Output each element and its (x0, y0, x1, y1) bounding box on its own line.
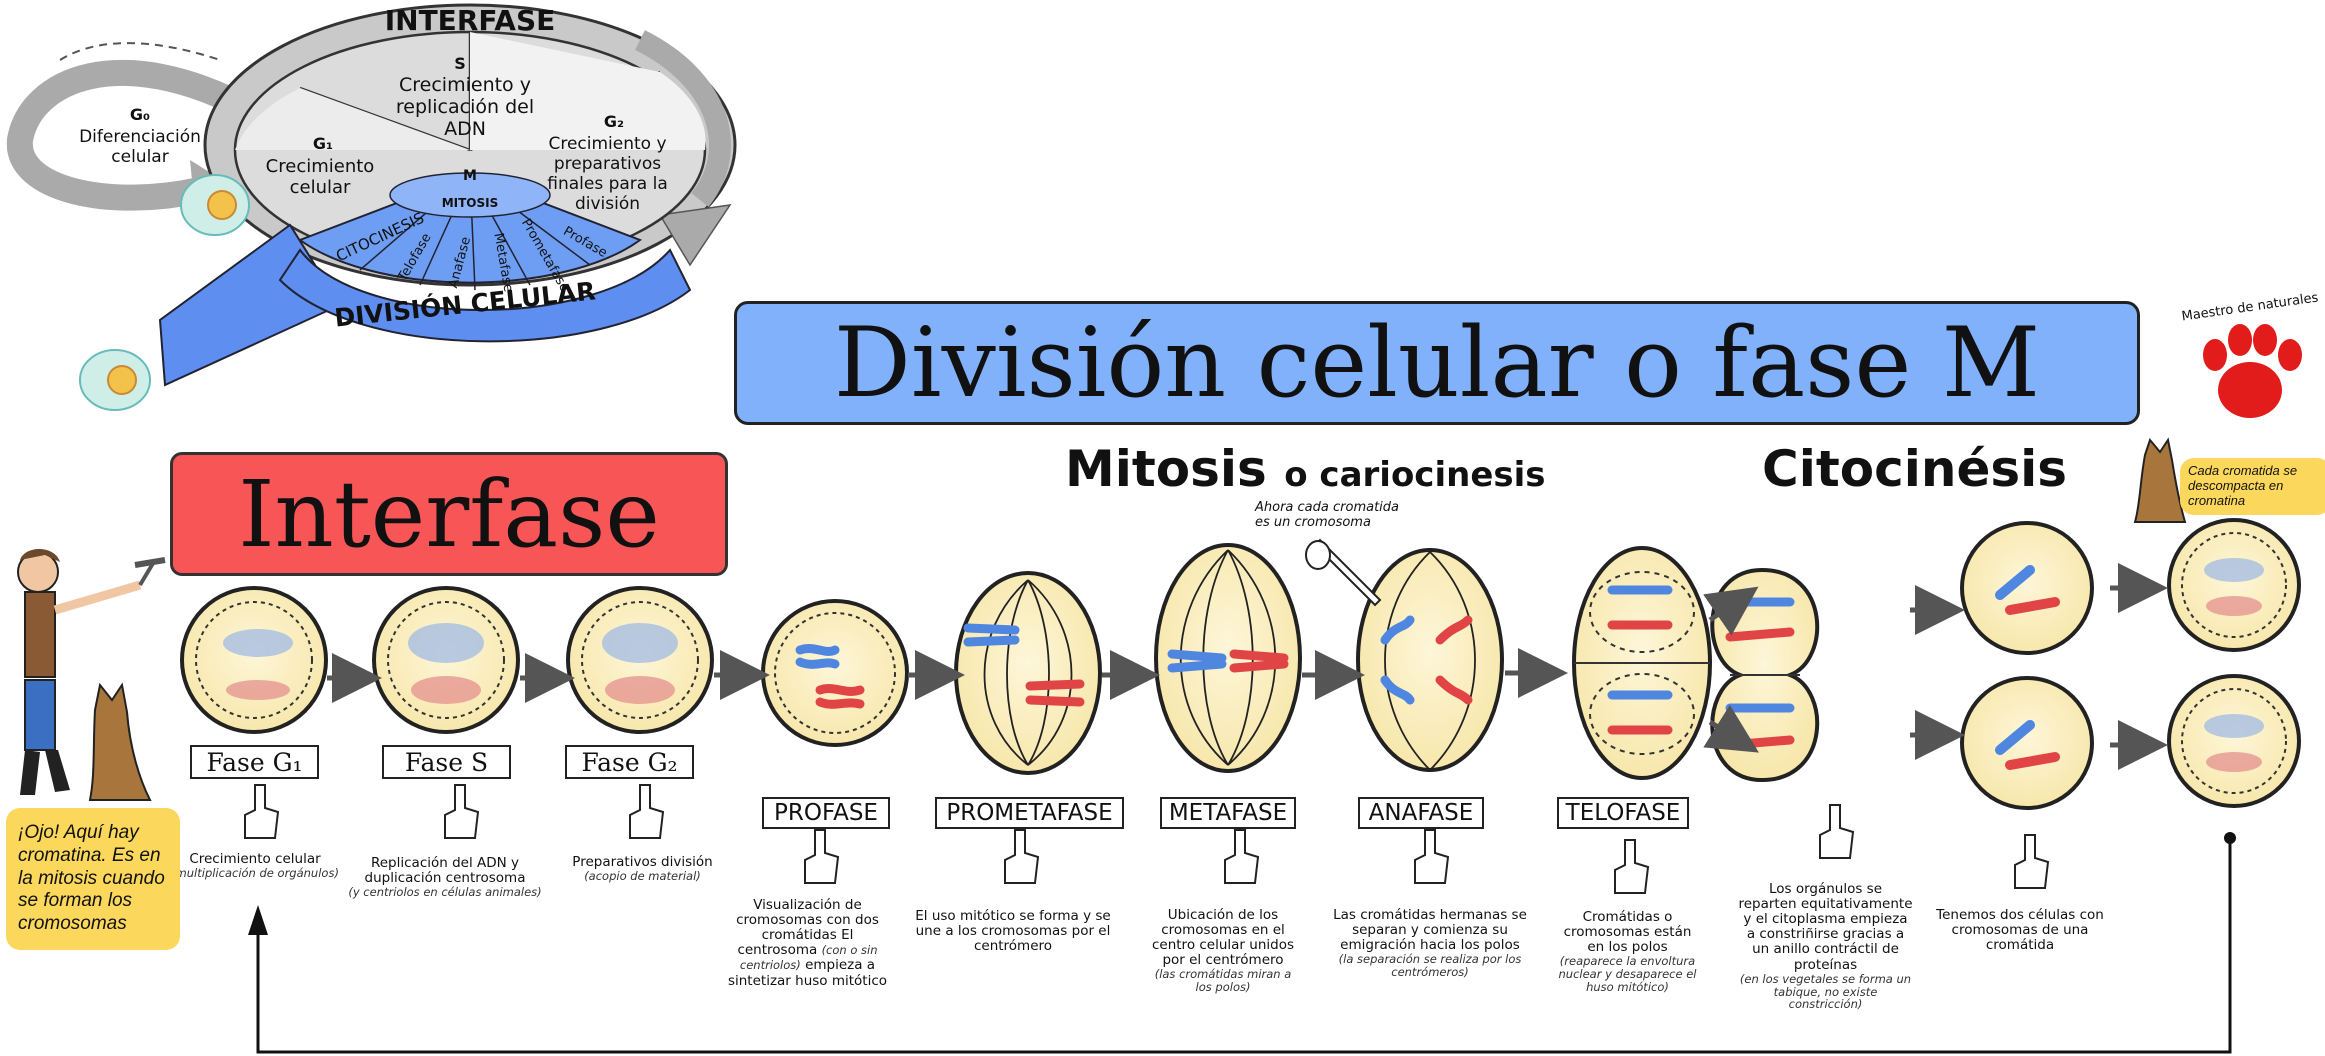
metafase-desc-sub: (las cromátidas miran a los polos) (1148, 968, 1298, 994)
interfase-desc-g2-sub: (acopio de material) (560, 870, 725, 883)
phase-label-telofase: TELOFASE (1557, 797, 1689, 829)
citocinesis-desc-2: Tenemos dos células con cromosomas de un… (1935, 908, 2105, 953)
cycle-g2-desc: Crecimiento y preparativos finales para … (540, 134, 675, 214)
cycle-interfase-label: INTERFASE (370, 4, 570, 37)
mitosis-title-main: Mitosis (1065, 440, 1267, 498)
interfase-label-g2: Fase G₂ (565, 745, 694, 779)
phase-label-prometafase: PROMETAFASE (935, 797, 1124, 829)
interfase-label-g1: Fase G₁ (190, 745, 319, 779)
interfase-banner: Interfase (170, 452, 728, 576)
note-chromatin-left: ¡Ojo! Aquí hay cromatina. Es en la mitos… (6, 808, 180, 950)
mitosis-desc-anafase: Las cromátidas hermanas se separan y com… (1330, 908, 1530, 979)
interfase-cells (182, 588, 712, 732)
telofase-desc-text: Cromátidas o cromosomas están en los pol… (1555, 910, 1700, 955)
mitosis-desc-profase: Visualización de cromosomas con dos crom… (720, 898, 895, 989)
cycle-g1-name: G₁ (283, 134, 363, 153)
interfase-label-s: Fase S (382, 745, 511, 779)
anafase-desc-sub: (la separación se realiza por los centró… (1330, 953, 1530, 979)
citocinesis-desc-2-text: Tenemos dos células con cromosomas de un… (1935, 908, 2105, 953)
metafase-desc-text: Ubicación de los cromosomas en el centro… (1148, 908, 1298, 968)
interfase-desc-s: Replicación del ADN y duplicación centro… (345, 856, 545, 899)
cycle-m-label: M (450, 168, 490, 184)
mitosis-desc-metafase: Ubicación de los cromosomas en el centro… (1148, 908, 1298, 994)
cycle-g0-desc: Diferenciación celular (70, 127, 210, 167)
g0-dashed-path (60, 43, 220, 60)
citocinesis-cells (1712, 520, 2299, 808)
cycle-s-desc: Crecimiento y replicación del ADN (390, 74, 540, 140)
mitosis-cells (763, 545, 1710, 778)
citocinesis-desc-1-text: Los orgánulos se reparten equitativament… (1738, 882, 1913, 973)
interfase-desc-g1-text: Crecimiento celular (160, 852, 350, 867)
cycle-g1-desc: Crecimiento celular (260, 156, 380, 198)
interfase-desc-g2: Preparativos división (acopio de materia… (560, 855, 725, 883)
mitosis-desc-telofase: Cromátidas o cromosomas están en los pol… (1555, 910, 1700, 994)
telofase-desc-sub: (reaparece la envoltura nuclear y desapa… (1555, 955, 1700, 994)
interfase-desc-s-sub: (y centriolos en células animales) (345, 886, 545, 899)
dog-illustration-right (2135, 440, 2185, 522)
mitosis-title-sub: o cariocinesis (1284, 455, 1545, 495)
cycle-s-name: S (420, 54, 500, 73)
cycle-g2-name: G₂ (574, 112, 654, 131)
note-chromatin-right: Cada cromatida se descompacta en cromati… (2180, 458, 2325, 515)
anafase-note: Ahora cada cromatida es un cromosoma (1255, 501, 1415, 530)
cycle-g0-name: G₀ (100, 105, 180, 124)
interfase-desc-g1-sub: (multiplicación de orgánulos) (160, 867, 350, 880)
phase-label-metafase: METAFASE (1160, 797, 1296, 829)
cycle-mitosis-label: MITOSIS (420, 196, 520, 210)
phase-label-profase: PROFASE (762, 797, 890, 829)
main-title: División celular o fase M (734, 301, 2140, 425)
logo-paw (2203, 324, 2302, 418)
interfase-desc-g2-text: Preparativos división (560, 855, 725, 870)
phase-label-anafase: ANAFASE (1358, 797, 1484, 829)
dog-illustration-left (90, 685, 150, 800)
mitosis-title: Mitosis o cariocinesis (1065, 440, 1546, 498)
interfase-desc-g1: Crecimiento celular (multiplicación de o… (160, 852, 350, 880)
citocinesis-desc-1-sub: (en los vegetales se forma un tabique, n… (1738, 973, 1913, 1012)
interfase-desc-s-text: Replicación del ADN y duplicación centro… (345, 856, 545, 886)
prometafase-desc-text: El uso mitótico se forma y se une a los … (908, 909, 1118, 954)
citocinesis-desc-1: Los orgánulos se reparten equitativament… (1738, 882, 1913, 1011)
teacher-illustration (18, 549, 165, 795)
citocinesis-title: Citocinésis (1762, 440, 2067, 498)
mitosis-desc-prometafase: El uso mitótico se forma y se une a los … (908, 909, 1118, 954)
anafase-desc-text: Las cromátidas hermanas se separan y com… (1330, 908, 1530, 953)
